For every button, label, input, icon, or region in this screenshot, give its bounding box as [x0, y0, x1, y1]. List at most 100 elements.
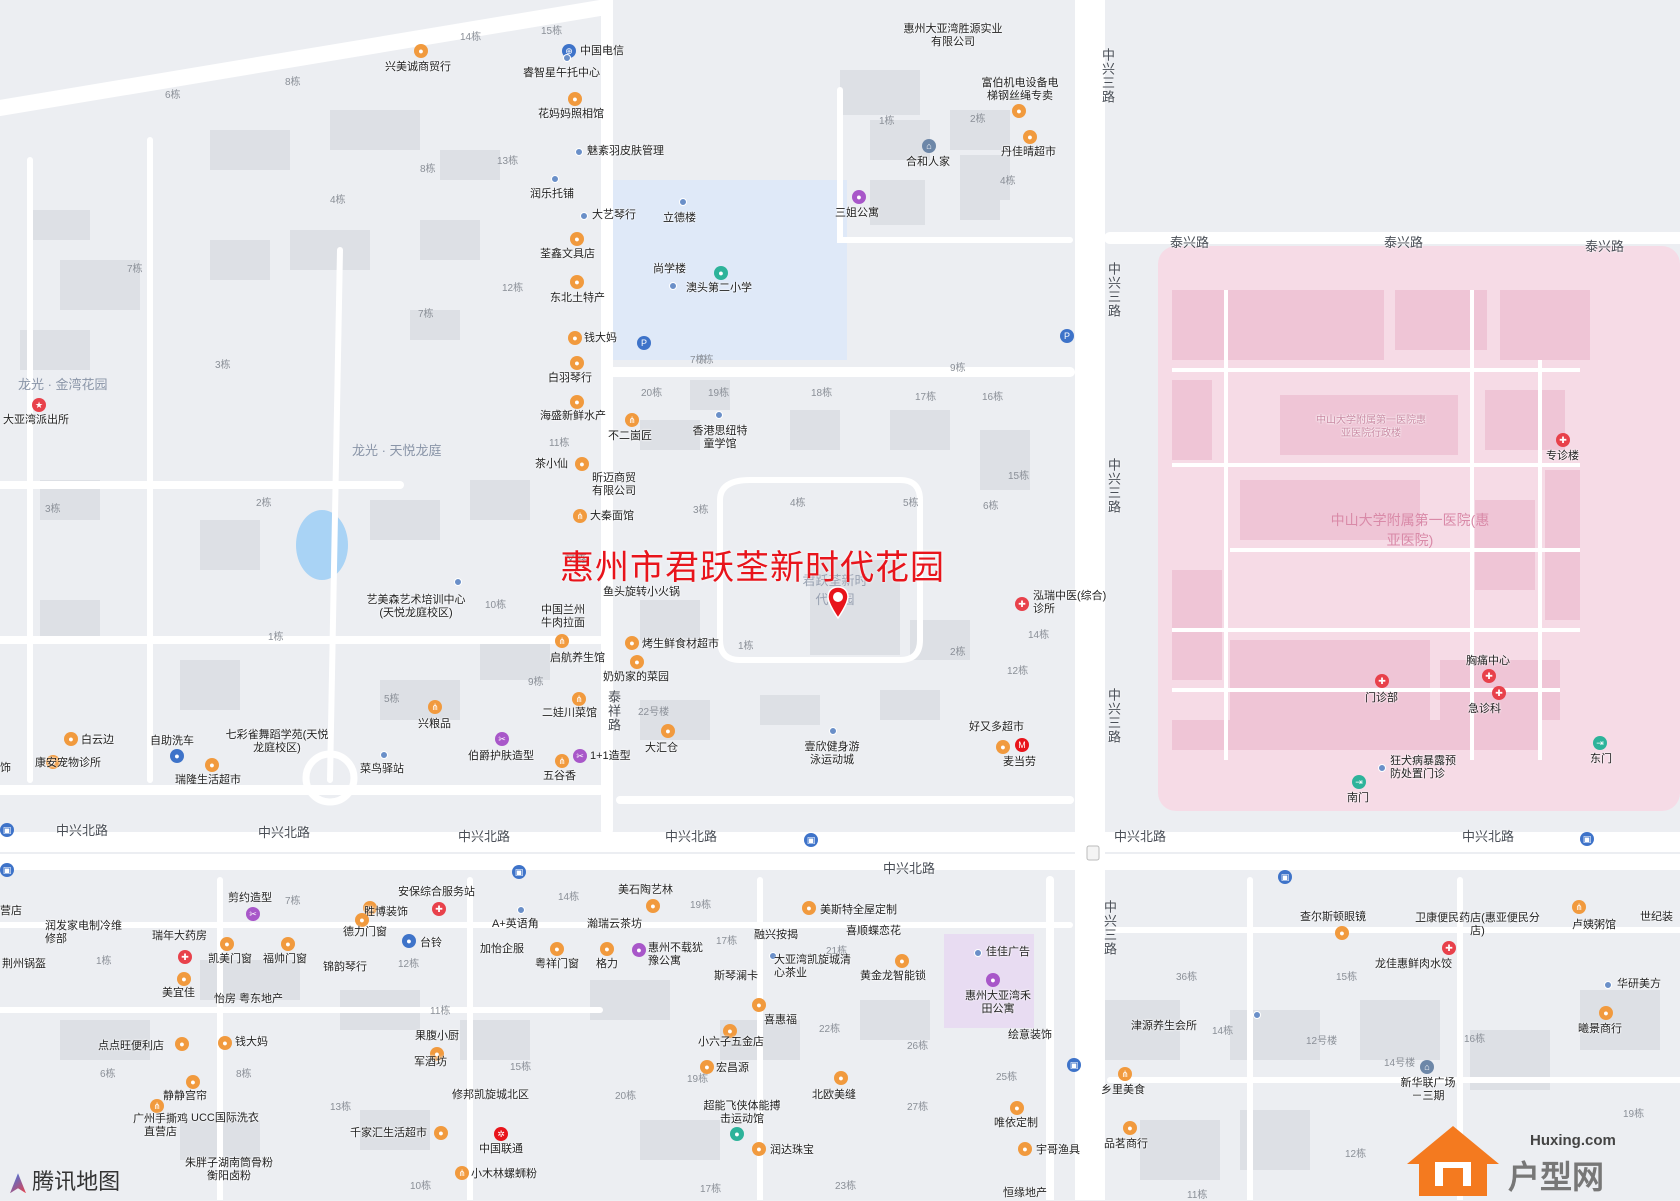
pet-icon[interactable]: ●	[46, 755, 60, 769]
bus-stop-icon[interactable]: ▣	[1067, 1058, 1081, 1072]
poi-label[interactable]: 瑞年大药房	[152, 930, 207, 942]
poi-dot[interactable]	[1604, 981, 1612, 989]
poi-label[interactable]: 军酒坊	[414, 1056, 447, 1068]
parking-icon[interactable]: P	[1060, 329, 1074, 343]
restaurant-icon[interactable]: ⋔	[572, 692, 586, 706]
poi-label[interactable]: 昕迈商贸有限公司	[592, 472, 636, 497]
shop-icon[interactable]: ●	[220, 937, 234, 951]
poi-label[interactable]: 锦韵琴行	[323, 961, 367, 973]
market-icon[interactable]: ●	[434, 1126, 448, 1140]
poi-label[interactable]: 润乐托铺	[530, 188, 574, 200]
poi-label[interactable]: 点点旺便利店	[98, 1040, 164, 1052]
poi-label[interactable]: 千家汇生活超市	[350, 1127, 427, 1139]
poi-label[interactable]: 胜博装饰	[364, 906, 408, 918]
poi-label[interactable]: 卫康便民药店(惠亚便民分店)	[1415, 912, 1540, 937]
restaurant-icon[interactable]: ⋔	[428, 700, 442, 714]
clinic-icon[interactable]: ✚	[1015, 597, 1029, 611]
bike-icon[interactable]: ●	[402, 934, 416, 948]
poi-label[interactable]: 七彩雀舞蹈学苑(天悦龙庭校区)	[225, 729, 329, 754]
shop-icon[interactable]: ●	[646, 899, 660, 913]
food-icon[interactable]: ⋔	[1118, 1067, 1132, 1081]
poi-dot[interactable]	[454, 578, 462, 586]
fishing-icon[interactable]: ●	[1018, 1142, 1032, 1156]
restaurant-icon[interactable]: ⋔	[455, 1166, 469, 1180]
liquor-icon[interactable]: ●	[430, 1047, 444, 1061]
hardware-icon[interactable]: ●	[723, 1024, 737, 1038]
poi-label[interactable]: 斯琴澜卡	[714, 970, 758, 982]
poi-label[interactable]: 急诊科	[1468, 703, 1501, 715]
poi-label[interactable]: 烤生鲜食材超市	[642, 638, 719, 650]
poi-label[interactable]: 尚学楼	[653, 263, 686, 275]
poi-label[interactable]: A+英语角	[492, 918, 539, 930]
shop-icon[interactable]: ●	[1012, 104, 1026, 118]
poi-label[interactable]: 1+1造型	[590, 750, 631, 762]
bus-stop-icon[interactable]: ▣	[0, 863, 14, 877]
poi-label[interactable]: 新华联广场－三期	[1400, 1077, 1456, 1102]
poi-label[interactable]: 好又多超市	[969, 721, 1024, 733]
poi-label[interactable]: 饰	[0, 762, 11, 774]
poi-label[interactable]: 荆州锅盔	[2, 958, 46, 970]
poi-label[interactable]: 香港思纽特童学馆	[692, 425, 748, 450]
poi-label[interactable]: 胸痛中心	[1466, 655, 1510, 667]
market-icon[interactable]: ●	[205, 758, 219, 772]
bus-stop-icon[interactable]: ▣	[1278, 870, 1292, 884]
poi-label[interactable]: 龙佳惠鲜肉水饺	[1375, 958, 1452, 970]
school-icon[interactable]: ●	[714, 266, 728, 280]
poi-dot[interactable]	[380, 751, 388, 759]
poi-label[interactable]: 立德楼	[663, 212, 696, 224]
poi-label[interactable]: 大亚湾派出所	[3, 414, 69, 426]
photo-icon[interactable]: ●	[568, 92, 582, 106]
liquor-icon[interactable]: ●	[64, 732, 78, 746]
poi-label[interactable]: 伯爵护肤造型	[468, 750, 534, 762]
hospital-icon[interactable]: ✚	[1375, 674, 1389, 688]
residence-icon[interactable]: ⌂	[922, 139, 936, 153]
poi-dot[interactable]	[563, 54, 571, 62]
poi-label[interactable]: 修邦凯旋城北区	[452, 1089, 529, 1101]
poi-label[interactable]: 泓瑞中医(综合)诊所	[1033, 590, 1107, 615]
residence-icon[interactable]: ⌂	[1420, 1060, 1434, 1074]
poi-label[interactable]: 菜鸟驿站	[360, 763, 404, 775]
poi-label[interactable]: 大艺琴行	[592, 209, 636, 221]
poi-label[interactable]: 专诊楼	[1546, 450, 1579, 462]
bus-stop-icon[interactable]: ▣	[1580, 832, 1594, 846]
poi-label[interactable]: 文鑫	[565, 553, 587, 565]
poi-label[interactable]: 喜顺蝶恋花	[846, 925, 901, 937]
poi-label[interactable]: 凯美门窗	[208, 953, 252, 965]
bus-stop-icon[interactable]: ▣	[804, 833, 818, 847]
poi-label[interactable]: 乡里美食	[1101, 1084, 1145, 1096]
poi-label[interactable]: 二娃川菜馆	[542, 707, 597, 719]
poi-label[interactable]: 小木林螺蛳粉	[471, 1168, 537, 1180]
poi-label[interactable]: 奶奶家的菜园	[603, 671, 669, 683]
poi-label[interactable]: 狂犬病暴露预防处置门诊	[1390, 755, 1456, 780]
poi-label[interactable]: 品茗商行	[1104, 1138, 1148, 1150]
mcdonalds-icon[interactable]: M	[1015, 738, 1029, 752]
poi-dot[interactable]	[517, 906, 525, 914]
bus-stop-icon[interactable]: ▣	[0, 823, 14, 837]
pharmacy-icon[interactable]: ✚	[178, 950, 192, 964]
poi-label[interactable]: 宏昌源	[716, 1062, 749, 1074]
poi-label[interactable]: 海盛新鲜水产	[540, 410, 606, 422]
poi-label[interactable]: 美宜佳	[162, 987, 195, 999]
gym-icon[interactable]: ●	[730, 1127, 744, 1141]
poi-label[interactable]: 白云边	[81, 734, 114, 746]
shop-icon[interactable]: ●	[1123, 1121, 1137, 1135]
poi-label[interactable]: 唯依定制	[994, 1117, 1038, 1129]
shop-icon[interactable]: ●	[834, 1071, 848, 1085]
poi-label[interactable]: 东门	[1590, 753, 1612, 765]
poi-label[interactable]: 不二崮匠	[608, 430, 652, 442]
market-icon[interactable]: ●	[568, 331, 582, 345]
poi-label[interactable]: 自助洗车	[150, 735, 194, 747]
poi-dot[interactable]	[829, 727, 837, 735]
shop-icon[interactable]: ●	[570, 275, 584, 289]
poi-label[interactable]: 绘意装饰	[1008, 1029, 1052, 1041]
gate-icon[interactable]: ⇥	[1593, 736, 1607, 750]
shop-icon[interactable]: ●	[281, 937, 295, 951]
poi-label[interactable]: 魅紊羽皮肤管理	[587, 145, 664, 157]
poi-label[interactable]: 润发家电制冷维修部	[45, 920, 122, 945]
pharmacy-icon[interactable]: ✚	[1442, 941, 1456, 955]
shop-icon[interactable]: ●	[414, 44, 428, 58]
poi-label[interactable]: 钱大妈	[584, 332, 617, 344]
poi-label[interactable]: 康安宠物诊所	[35, 757, 101, 769]
gate-icon[interactable]: ⇥	[1352, 775, 1366, 789]
poi-label[interactable]: 黄金龙智能锁	[860, 970, 926, 982]
